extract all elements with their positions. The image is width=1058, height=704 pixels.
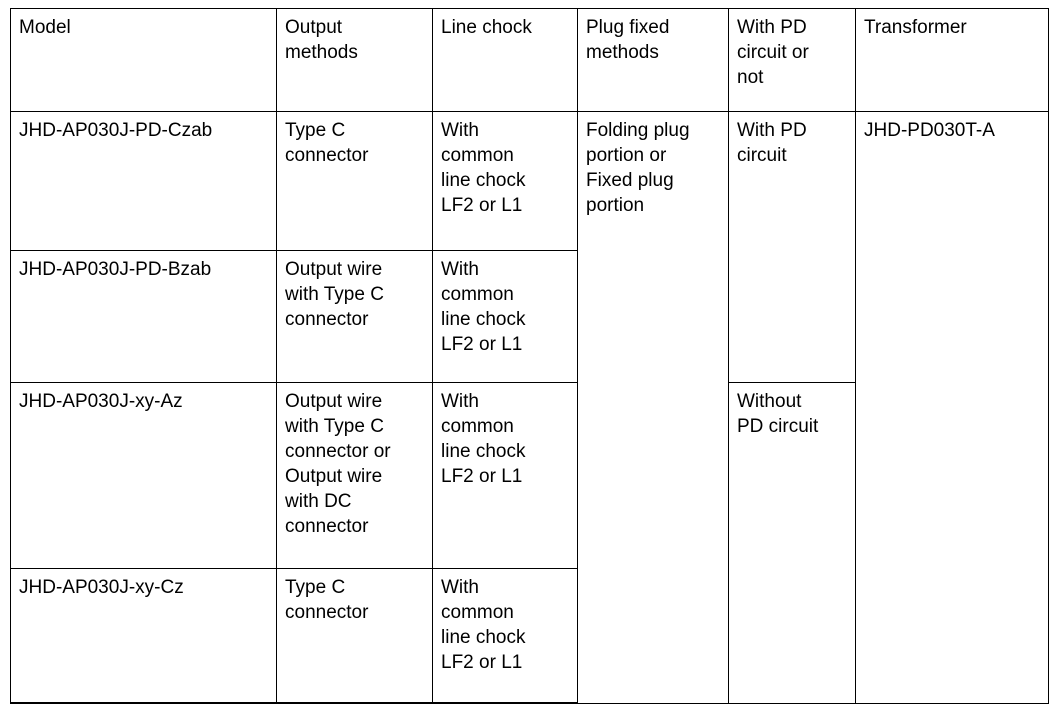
value-line-chock: With common line chock LF2 or L1: [441, 577, 526, 673]
cell-with-pd-circuit-merged: With PD circuit: [728, 111, 856, 383]
table-row: JHD-AP030J-PD-Czab Type C connector With…: [10, 111, 1049, 704]
cell-output-methods: Type C connector: [276, 111, 433, 251]
cell-model: JHD-AP030J-xy-Cz: [10, 568, 277, 704]
value-with-pd-circuit: With PD circuit: [737, 120, 807, 166]
header-cell-transformer: Transformer: [855, 8, 1049, 112]
value-plug-fixed-methods: Folding plug portion or Fixed plug porti…: [586, 120, 690, 216]
value-line-chock: With common line chock LF2 or L1: [441, 259, 526, 355]
header-label-model: Model: [19, 17, 71, 38]
cell-model: JHD-AP030J-PD-Bzab: [10, 250, 277, 383]
value-line-chock: With common line chock LF2 or L1: [441, 391, 526, 487]
header-label-output-methods: Output methods: [285, 17, 358, 63]
value-model: JHD-AP030J-PD-Czab: [19, 120, 213, 141]
cell-transformer-merged: JHD-PD030T-A: [855, 111, 1049, 704]
header-cell-output-methods: Output methods: [276, 8, 433, 112]
cell-line-chock: With common line chock LF2 or L1: [432, 250, 578, 383]
header-label-with-pd-circuit-or-not: With PD circuit or not: [737, 17, 809, 88]
table-row: JHD-AP030J-PD-Bzab Output wire with Type…: [10, 250, 1049, 383]
value-model: JHD-AP030J-PD-Bzab: [19, 259, 212, 280]
value-output-methods: Output wire with Type C connector or Out…: [285, 391, 391, 537]
header-cell-with-pd-circuit-or-not: With PD circuit or not: [728, 8, 856, 112]
table-row: JHD-AP030J-xy-Az Output wire with Type C…: [10, 382, 1049, 704]
header-cell-line-chock: Line chock: [432, 8, 578, 112]
spec-table-container: Model Output methods Line chock Plug fix…: [10, 8, 1049, 704]
header-label-transformer: Transformer: [864, 17, 967, 38]
value-model: JHD-AP030J-xy-Cz: [19, 577, 184, 598]
table-header-row: Model Output methods Line chock Plug fix…: [10, 8, 1049, 112]
value-transformer: JHD-PD030T-A: [864, 120, 995, 141]
cell-line-chock: With common line chock LF2 or L1: [432, 382, 578, 569]
cell-output-methods: Output wire with Type C connector: [276, 250, 433, 383]
value-output-methods: Type C connector: [285, 577, 369, 623]
value-without-pd-circuit: Without PD circuit: [737, 391, 819, 437]
value-output-methods: Type C connector: [285, 120, 369, 166]
header-label-plug-fixed-methods: Plug fixed methods: [586, 17, 670, 63]
cell-output-methods: Output wire with Type C connector or Out…: [276, 382, 433, 569]
cell-line-chock: With common line chock LF2 or L1: [432, 111, 578, 251]
cell-line-chock: With common line chock LF2 or L1: [432, 568, 578, 704]
header-cell-plug-fixed-methods: Plug fixed methods: [577, 8, 729, 112]
value-output-methods: Output wire with Type C connector: [285, 259, 384, 330]
value-line-chock: With common line chock LF2 or L1: [441, 120, 526, 216]
header-label-line-chock: Line chock: [441, 17, 532, 38]
cell-model: JHD-AP030J-xy-Az: [10, 382, 277, 569]
cell-plug-fixed-methods-merged: Folding plug portion or Fixed plug porti…: [577, 111, 729, 704]
cell-output-methods: Type C connector: [276, 568, 433, 704]
product-specification-table: Model Output methods Line chock Plug fix…: [10, 8, 1049, 704]
cell-without-pd-circuit-merged: Without PD circuit: [728, 382, 856, 704]
value-model: JHD-AP030J-xy-Az: [19, 391, 183, 412]
header-cell-model: Model: [10, 8, 277, 112]
cell-model: JHD-AP030J-PD-Czab: [10, 111, 277, 251]
